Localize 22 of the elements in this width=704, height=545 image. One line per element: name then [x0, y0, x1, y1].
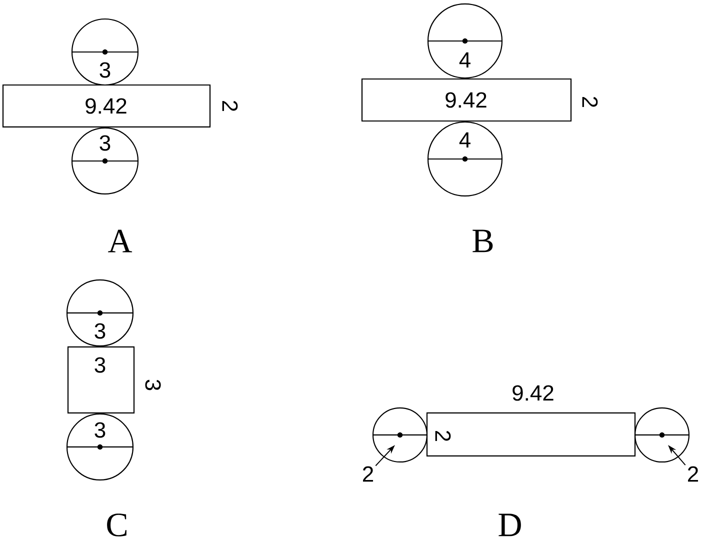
dimension-label: 2	[363, 466, 374, 482]
dimension-label: 2	[688, 466, 698, 482]
circle-face: 3	[71, 127, 139, 195]
dimension-label: 2	[582, 96, 598, 107]
rectangle-net: 3	[67, 346, 135, 414]
circle-face: 4	[427, 121, 503, 197]
rectangle-net: 9.42	[2, 84, 211, 128]
circle-face: 3	[66, 279, 134, 347]
circle-face: 3	[71, 18, 139, 86]
rectangle-net: 9.42 2	[426, 385, 636, 457]
figure-letter: D	[498, 514, 521, 536]
figure-letter: A	[108, 230, 132, 252]
circle-face	[372, 407, 428, 463]
node-label: 9.42	[512, 385, 554, 401]
dimension-label: 2	[222, 100, 238, 111]
figure-letter: C	[107, 514, 126, 536]
circle-face: 4	[427, 3, 503, 79]
circle-face	[634, 407, 690, 463]
rectangle-net: 9.42	[361, 78, 572, 122]
figure-letter: B	[472, 230, 493, 252]
circle-face: 3	[66, 413, 134, 481]
dimension-label: 3	[145, 380, 161, 390]
